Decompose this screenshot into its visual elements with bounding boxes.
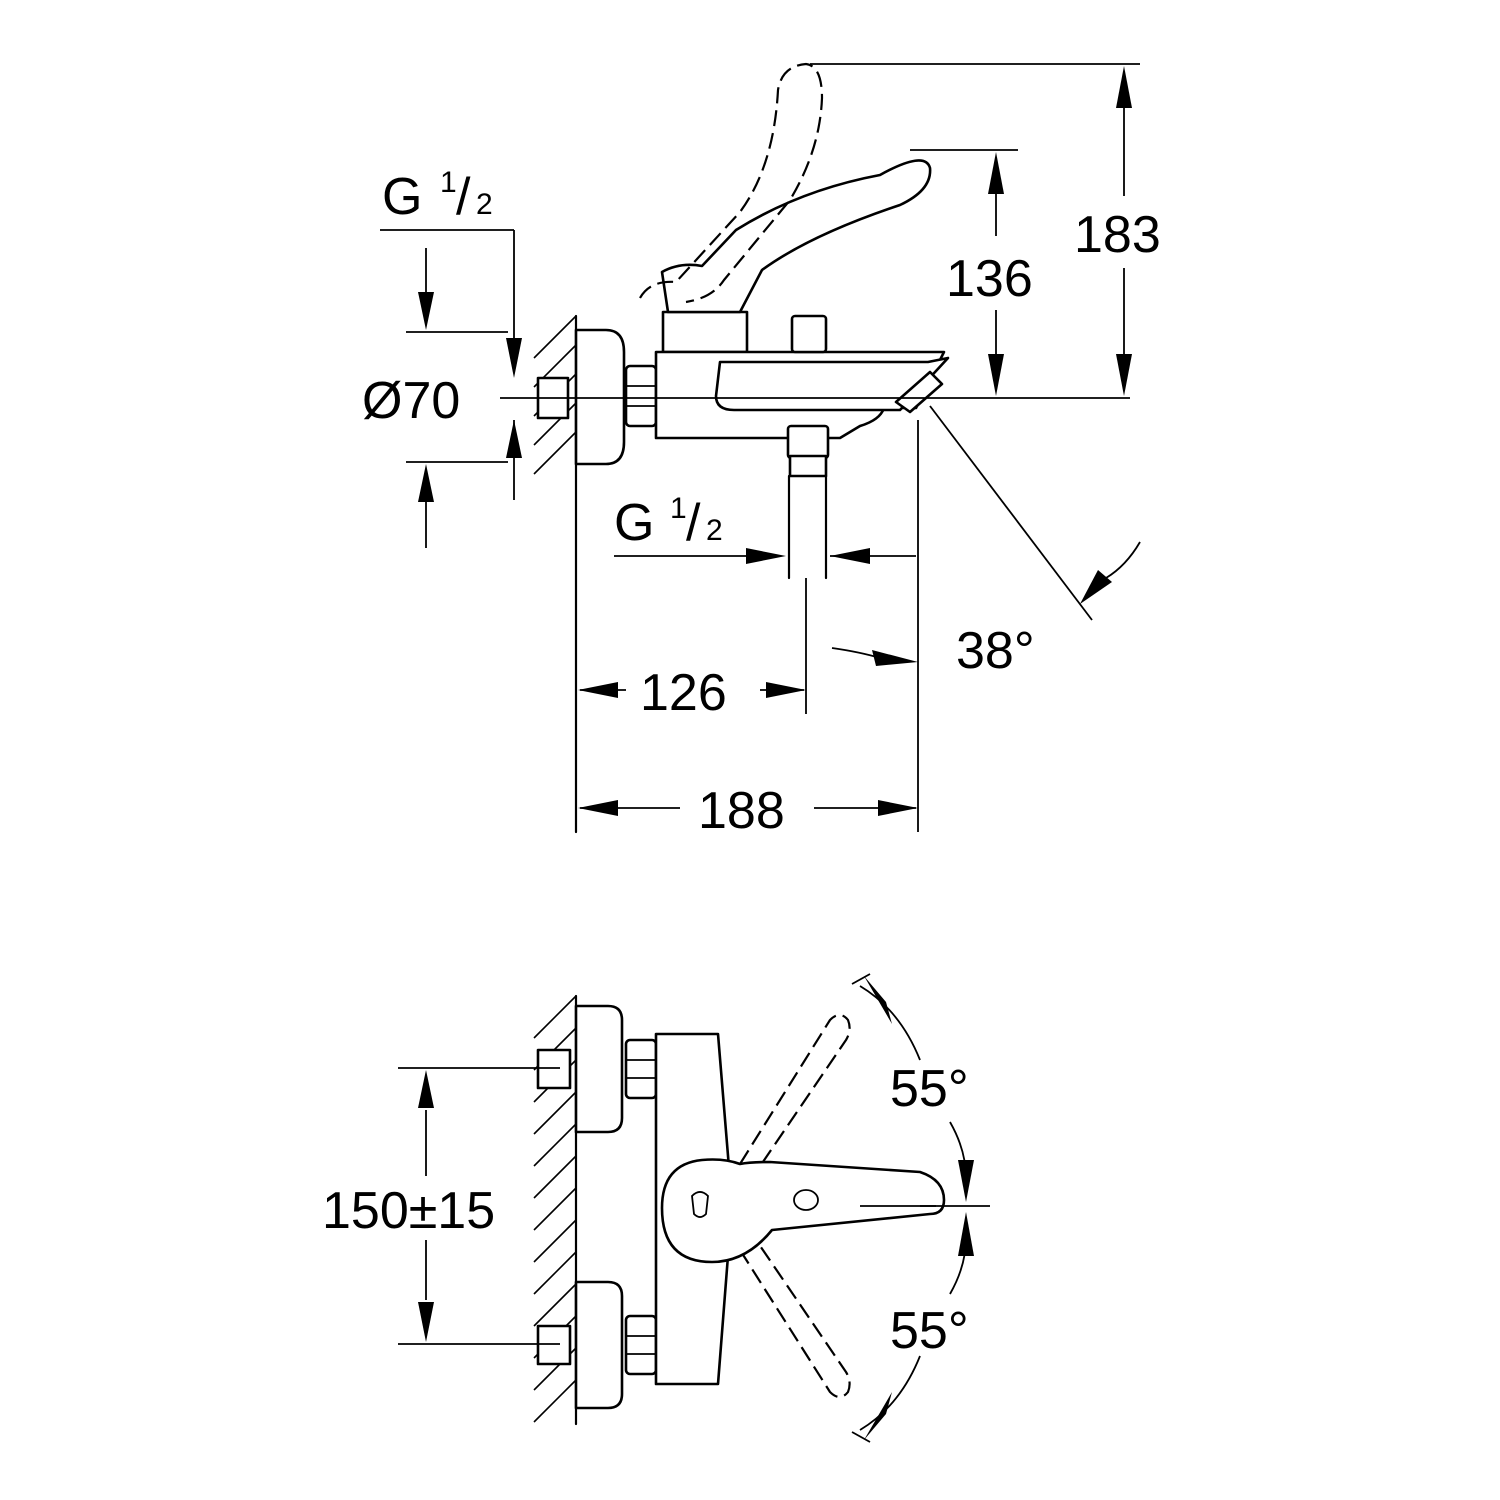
- lever-handle-top: [660, 1158, 946, 1264]
- cap-indicator: [691, 1191, 709, 1218]
- lever-handle: [660, 159, 932, 314]
- handle-base: [661, 310, 749, 354]
- centre-distance-label: 150±15: [322, 1182, 495, 1240]
- thread-top-numerator: 1: [440, 166, 457, 199]
- total-height-label: 183: [1074, 206, 1161, 264]
- thread-top-slash: /: [456, 168, 471, 226]
- angle-down-label: 55°: [890, 1302, 969, 1360]
- thread-bottom-dimension: G 1 / 2: [614, 420, 919, 832]
- diameter-label: Ø70: [362, 372, 460, 430]
- escutcheon-bottom: [574, 1280, 624, 1410]
- thread-top-letter: G: [382, 168, 422, 226]
- thread-top-denominator: 2: [476, 188, 493, 221]
- shower-connector: [788, 454, 828, 478]
- eccentric-bottom: [536, 1324, 572, 1366]
- spout-angle-label: 38°: [956, 622, 1035, 680]
- angle-down-dimension: 55°: [851, 1212, 974, 1443]
- handle-height-label: 136: [946, 250, 1033, 308]
- thread-bottom-numerator: 1: [670, 492, 687, 525]
- diverter-knob: [790, 314, 828, 354]
- handle-right-position: [739, 1233, 851, 1399]
- connection-nut: [624, 364, 658, 428]
- nut-bottom: [624, 1314, 658, 1376]
- escutcheon: [574, 328, 626, 466]
- angle-up-label: 55°: [890, 1060, 969, 1118]
- spout-outlet: [894, 370, 944, 414]
- handle-height-dimension: 136: [910, 149, 1033, 396]
- spout-offset-label: 126: [640, 664, 727, 722]
- thread-bottom-slash: /: [686, 494, 701, 552]
- spout-offset-dimension: 126: [578, 664, 806, 722]
- spout-angle-dimension: 38°: [831, 405, 1141, 680]
- total-height-dimension: 183: [810, 63, 1161, 396]
- nut-top: [624, 1038, 658, 1100]
- escutcheon-top: [574, 1004, 624, 1134]
- handle-hole: [793, 1189, 819, 1211]
- top-view: 150±15 55° 55°: [322, 973, 990, 1443]
- total-depth-label: 188: [698, 782, 785, 840]
- lever-handle-raised: [639, 62, 824, 304]
- total-depth-dimension: 188: [578, 782, 918, 840]
- thread-bottom-denominator: 2: [706, 514, 723, 547]
- side-view: Ø70 G 1 / 2 136: [362, 62, 1161, 840]
- angle-up-dimension: 55°: [851, 973, 974, 1202]
- shower-outlet: [786, 424, 830, 460]
- diameter-dimension: Ø70: [362, 248, 508, 548]
- thread-bottom-letter: G: [614, 494, 654, 552]
- thread-top-dimension: G 1 / 2: [380, 166, 522, 500]
- centre-distance-dimension: 150±15: [322, 1067, 560, 1345]
- handle-left-position: [739, 1013, 851, 1179]
- eccentric-top: [536, 1048, 572, 1090]
